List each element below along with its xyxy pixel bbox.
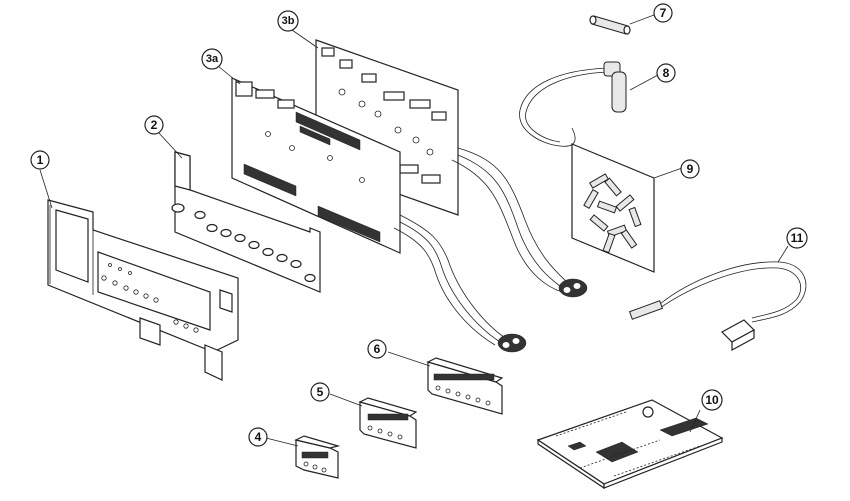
callout-5-label: 5 [317, 385, 324, 399]
part-2-button-frame [157, 131, 321, 293]
callout-8-label: 8 [663, 66, 670, 80]
pcb-grommet [497, 333, 527, 353]
callout-8: 8 [656, 63, 676, 83]
callout-1: 1 [30, 150, 50, 170]
part-6-connector-large [387, 351, 504, 415]
callout-4: 4 [248, 427, 268, 447]
callout-3a: 3a [201, 48, 223, 70]
bag-fuses [583, 173, 642, 254]
callout-10: 10 [701, 389, 723, 411]
pcb-header-bottom [243, 163, 381, 243]
part-3a-main-pcb [217, 65, 527, 353]
callout-9: 9 [680, 159, 700, 179]
callout-11-label: 11 [791, 231, 804, 245]
callout-6: 6 [367, 339, 387, 359]
callout-9-label: 9 [687, 162, 694, 176]
callout-2: 2 [144, 115, 164, 135]
button-pegs [171, 203, 316, 283]
part-8-probe [519, 61, 659, 147]
callout-3b: 3b [277, 10, 299, 32]
callout-5: 5 [310, 382, 330, 402]
part-5-connector-medium [329, 393, 418, 449]
part-10-expansion-board [536, 399, 724, 490]
part-11-cable [628, 245, 807, 352]
part-7-fuse [589, 14, 655, 35]
bezel-led-holes [101, 263, 199, 333]
callout-4-label: 4 [255, 430, 262, 444]
callout-3b-label: 3b [282, 15, 295, 27]
callout-10-label: 10 [705, 393, 719, 407]
part-4-connector-small [265, 435, 341, 479]
backboard-grommet [558, 278, 588, 298]
part-1-bezel [39, 169, 239, 381]
callout-7: 7 [653, 3, 673, 23]
expansion-chips [567, 406, 709, 463]
callout-7-label: 7 [660, 6, 667, 20]
callout-6-label: 6 [374, 342, 381, 356]
callout-2-label: 2 [151, 118, 158, 132]
backboard-components [321, 47, 447, 184]
callout-1-label: 1 [37, 153, 44, 167]
pcb-header-top [295, 111, 361, 151]
expansion-pin-rows [555, 411, 701, 477]
callout-11: 11 [786, 227, 808, 249]
callout-3a-label: 3a [206, 53, 219, 65]
part-9-fuse-bag [571, 143, 683, 273]
